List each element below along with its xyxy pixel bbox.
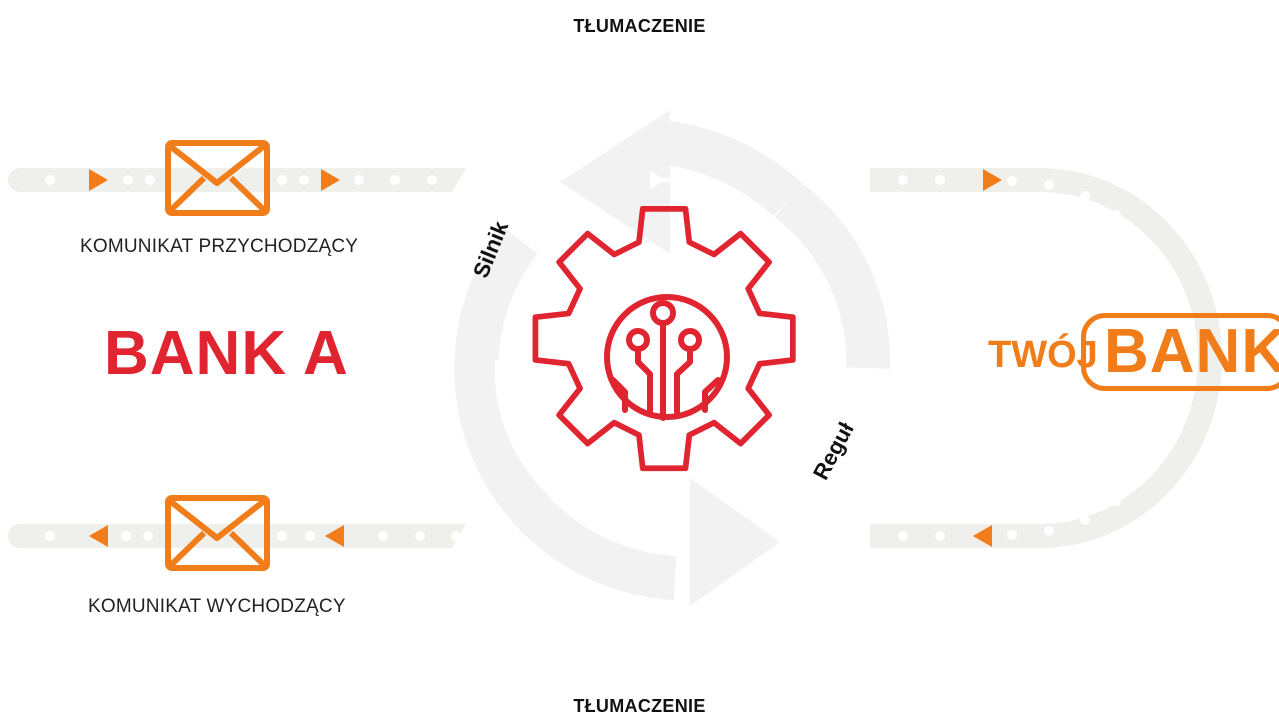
outgoing-message-label: KOMUNIKAT WYCHODZĄCY	[88, 596, 346, 617]
bank-logo-frame	[1081, 313, 1279, 391]
arrow-icon	[89, 525, 108, 547]
track-dots-bottom	[45, 531, 461, 541]
twoj-label: TWÓJ	[988, 334, 1098, 376]
arrow-icon	[973, 525, 992, 547]
flow-arrows	[89, 169, 1002, 547]
return-track	[870, 168, 1222, 548]
bank-a-name: BANK A	[104, 319, 349, 388]
bank-logo-word: BANK	[1104, 317, 1279, 386]
arrow-icon	[89, 169, 108, 191]
title-top: TŁUMACZENIE	[573, 16, 706, 36]
arrow-icon	[325, 525, 344, 547]
incoming-message-label: KOMUNIKAT PRZYCHODZĄCY	[80, 236, 359, 257]
gear-circuit-icon	[532, 206, 796, 472]
track-dots-right	[898, 175, 1167, 541]
envelope-icon	[165, 495, 270, 571]
envelope-icon	[165, 140, 270, 216]
arrow-icon	[983, 169, 1002, 191]
cycle-arrows	[454, 110, 891, 606]
arrow-icon	[321, 169, 340, 191]
track-dots-top	[45, 175, 437, 185]
title-bottom: TŁUMACZENIE	[573, 696, 706, 716]
